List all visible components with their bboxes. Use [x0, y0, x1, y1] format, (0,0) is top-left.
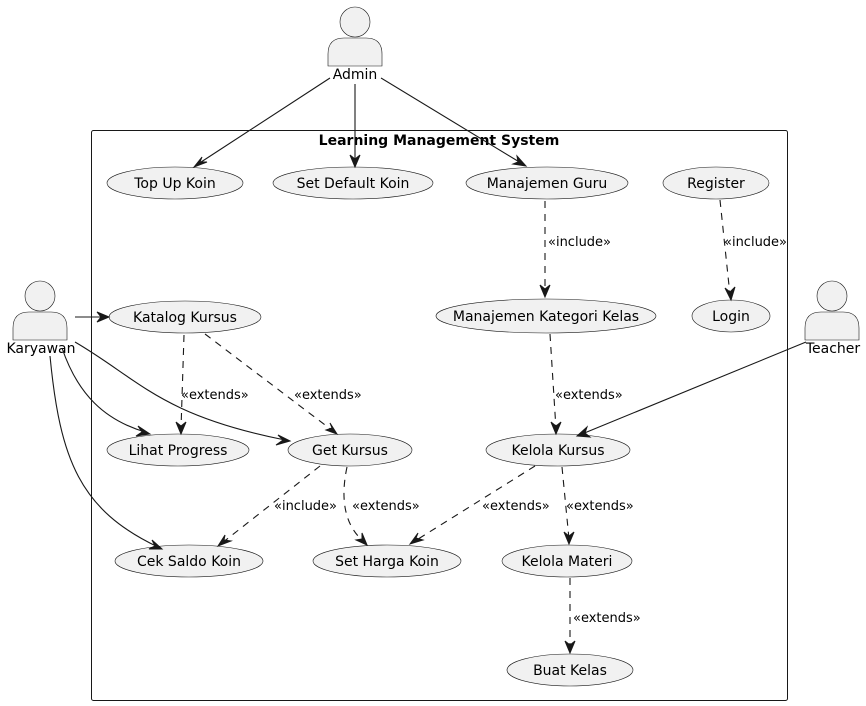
association-karyawan-lihat-progress: [61, 347, 152, 437]
usecase-lihat-progress: Lihat Progress: [106, 433, 250, 467]
label-materi-buat: «extends»: [573, 611, 641, 626]
actor-teacher: Teacher: [804, 280, 861, 357]
label-guru-kategori: «include»: [548, 235, 611, 250]
label-kategori-kelola: «extends»: [555, 388, 623, 403]
svg-text:Manajemen Kategori Kelas: Manajemen Kategori Kelas: [453, 309, 639, 325]
dependency-katalog-get: [204, 333, 339, 435]
dependency-register-login: [719, 199, 736, 302]
dependency-guru-kategori: [539, 201, 551, 299]
association-admin-manajemen-guru: [380, 77, 528, 167]
actor-karyawan-label: Karyawan: [6, 341, 75, 357]
svg-text:Katalog Kursus: Katalog Kursus: [133, 310, 237, 326]
actor-admin: Admin: [327, 6, 383, 83]
svg-text:Kelola Kursus: Kelola Kursus: [511, 443, 604, 459]
label-katalog-get: «extends»: [294, 388, 362, 403]
usecase-login: Login: [691, 299, 771, 333]
association-admin-top-up: [192, 77, 331, 169]
svg-text:Set Harga Koin: Set Harga Koin: [335, 554, 439, 570]
dependency-kelola-materi: [561, 466, 575, 546]
actor-admin-label: Admin: [333, 67, 378, 83]
label-kelola-materi: «extends»: [566, 499, 634, 514]
usecase-get-kursus: Get Kursus: [287, 433, 413, 467]
usecase-kelola-kursus: Kelola Kursus: [485, 433, 631, 467]
dependency-materi-buat: [564, 578, 576, 655]
association-admin-set-default: [349, 84, 361, 169]
usecase-register: Register: [662, 166, 770, 200]
association-karyawan-katalog: [75, 311, 111, 323]
usecase-katalog-kursus: Katalog Kursus: [108, 300, 262, 334]
dependency-get-cek: [216, 465, 321, 548]
label-kelola-harga: «extends»: [482, 499, 550, 514]
dependency-get-harga: [343, 466, 368, 546]
label-katalog-lihat: «extends»: [181, 388, 249, 403]
usecase-set-default-koin: Set Default Koin: [272, 166, 434, 200]
system-boundary: [91, 130, 788, 701]
svg-text:Login: Login: [712, 309, 750, 325]
svg-text:Lihat Progress: Lihat Progress: [129, 443, 228, 459]
dependency-kelola-harga: [408, 465, 536, 545]
label-get-harga: «extends»: [352, 499, 420, 514]
svg-text:Top Up Koin: Top Up Koin: [133, 176, 215, 192]
actor-karyawan: Karyawan: [6, 280, 76, 357]
actor-teacher-label: Teacher: [805, 341, 861, 357]
association-karyawan-cek-saldo: [49, 355, 164, 550]
svg-text:Manajemen Guru: Manajemen Guru: [487, 176, 608, 192]
svg-text:Register: Register: [687, 176, 745, 192]
svg-text:Cek Saldo Koin: Cek Saldo Koin: [137, 554, 241, 570]
usecase-kelola-materi: Kelola Materi: [501, 544, 633, 578]
svg-text:Set Default Koin: Set Default Koin: [297, 176, 410, 192]
association-karyawan-get-kursus: [74, 341, 292, 446]
usecase-top-up-koin: Top Up Koin: [106, 166, 244, 200]
svg-text:Buat Kelas: Buat Kelas: [533, 663, 607, 679]
association-teacher-kelola-kursus: [575, 341, 807, 438]
dependency-katalog-lihat: [175, 334, 187, 436]
label-register-login: «include»: [724, 235, 787, 250]
usecase-set-harga-koin: Set Harga Koin: [312, 544, 462, 578]
usecase-manajemen-guru: Manajemen Guru: [465, 166, 629, 200]
label-get-cek: «include»: [274, 499, 337, 514]
svg-text:Kelola Materi: Kelola Materi: [522, 554, 613, 570]
usecase-manajemen-kategori-kelas: Manajemen Kategori Kelas: [435, 298, 657, 334]
usecase-cek-saldo-koin: Cek Saldo Koin: [114, 544, 264, 578]
dependency-kategori-kelola: [549, 333, 562, 436]
svg-text:Get Kursus: Get Kursus: [312, 443, 388, 459]
system-title: Learning Management System: [319, 133, 560, 149]
usecase-buat-kelas: Buat Kelas: [506, 653, 634, 687]
